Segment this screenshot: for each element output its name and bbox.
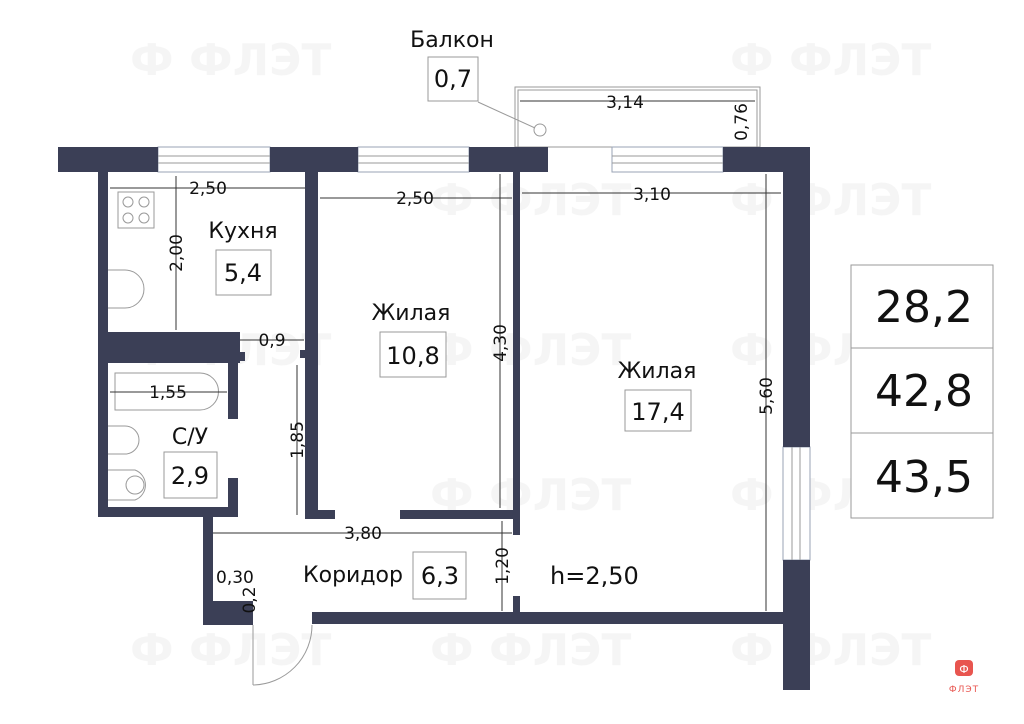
room-area-bathroom: 2,9 — [171, 462, 209, 490]
svg-text:Ф ФЛЭТ: Ф ФЛЭТ — [730, 35, 931, 86]
area-summary: 28,2 42,8 43,5 — [850, 264, 994, 519]
dim-passage: 0,9 — [258, 331, 285, 351]
svg-text:Ф ФЛЭТ: Ф ФЛЭТ — [430, 625, 631, 676]
room-area-corridor: 6,3 — [421, 562, 459, 590]
room-name-bathroom: С/У — [172, 425, 209, 450]
summary-living-area: 28,2 — [875, 282, 973, 333]
area-box-kitchen — [215, 249, 272, 296]
flat-logo: Ф ФЛЭТ — [949, 660, 979, 695]
stove-icon — [117, 191, 155, 229]
svg-text:Ф ФЛЭТ: Ф ФЛЭТ — [130, 35, 331, 86]
door-swing — [252, 624, 313, 686]
dim-corridor-depth: 1,20 — [493, 547, 513, 585]
area-box-balcony — [427, 56, 479, 102]
svg-text:ФЛЭТ: ФЛЭТ — [949, 685, 979, 695]
svg-text:Ф ФЛЭТ: Ф ФЛЭТ — [730, 625, 931, 676]
dim-balcony-width: 3,14 — [606, 93, 644, 113]
room-name-living1: Жилая — [372, 301, 451, 326]
balcony-leader — [477, 101, 536, 129]
toilet-icon — [108, 469, 146, 501]
area-box-corridor — [412, 551, 467, 600]
dim-balcony-depth: 0,76 — [732, 103, 752, 141]
dim-kitchen-width: 2,50 — [189, 179, 227, 199]
room-name-balcony: Балкон — [410, 28, 494, 53]
dim-bath-width: 1,55 — [149, 383, 187, 403]
summary-total-area: 42,8 — [875, 366, 973, 417]
dim-living1-width: 2,50 — [396, 189, 434, 209]
dim-corridor-width: 3,80 — [344, 524, 382, 544]
area-box-bathroom — [163, 451, 218, 499]
area-box-living1 — [379, 331, 447, 378]
svg-text:Ф ФЛЭТ: Ф ФЛЭТ — [130, 625, 331, 676]
walls — [58, 147, 810, 690]
room-name-kitchen: Кухня — [208, 219, 277, 244]
dim-living1-depth: 4,30 — [491, 324, 511, 362]
summary-total-with-balcony: 43,5 — [875, 452, 973, 503]
dim-living2-width: 3,10 — [633, 185, 671, 205]
dim-living2-depth: 5,60 — [757, 377, 777, 415]
svg-text:Ф: Ф — [959, 663, 968, 676]
svg-text:Ф ФЛЭТ: Ф ФЛЭТ — [430, 175, 631, 226]
bathtub-icon — [114, 372, 219, 411]
dimension-lines — [110, 100, 781, 611]
ceiling-height: h=2,50 — [550, 562, 639, 590]
area-box-living2 — [624, 389, 692, 432]
dim-niche-b: 0,2 — [240, 586, 260, 613]
svg-text:Ф ФЛЭТ: Ф ФЛЭТ — [430, 325, 631, 376]
dim-niche-a: 0,30 — [216, 568, 254, 588]
dim-kitchen-depth: 2,00 — [167, 234, 187, 272]
balcony-marker — [533, 123, 547, 137]
room-area-kitchen: 5,4 — [224, 259, 262, 287]
room-area-living1: 10,8 — [386, 342, 439, 370]
svg-text:Ф ФЛЭТ: Ф ФЛЭТ — [730, 175, 931, 226]
room-name-living2: Жилая — [618, 359, 697, 384]
washbasin-icon — [108, 425, 140, 455]
room-area-living2: 17,4 — [631, 398, 684, 426]
sink-icon — [108, 269, 145, 309]
room-name-corridor: Коридор — [303, 563, 403, 588]
room-area-balcony: 0,7 — [434, 65, 472, 93]
dim-bath-depth: 1,85 — [288, 421, 308, 459]
fixtures — [108, 191, 313, 686]
